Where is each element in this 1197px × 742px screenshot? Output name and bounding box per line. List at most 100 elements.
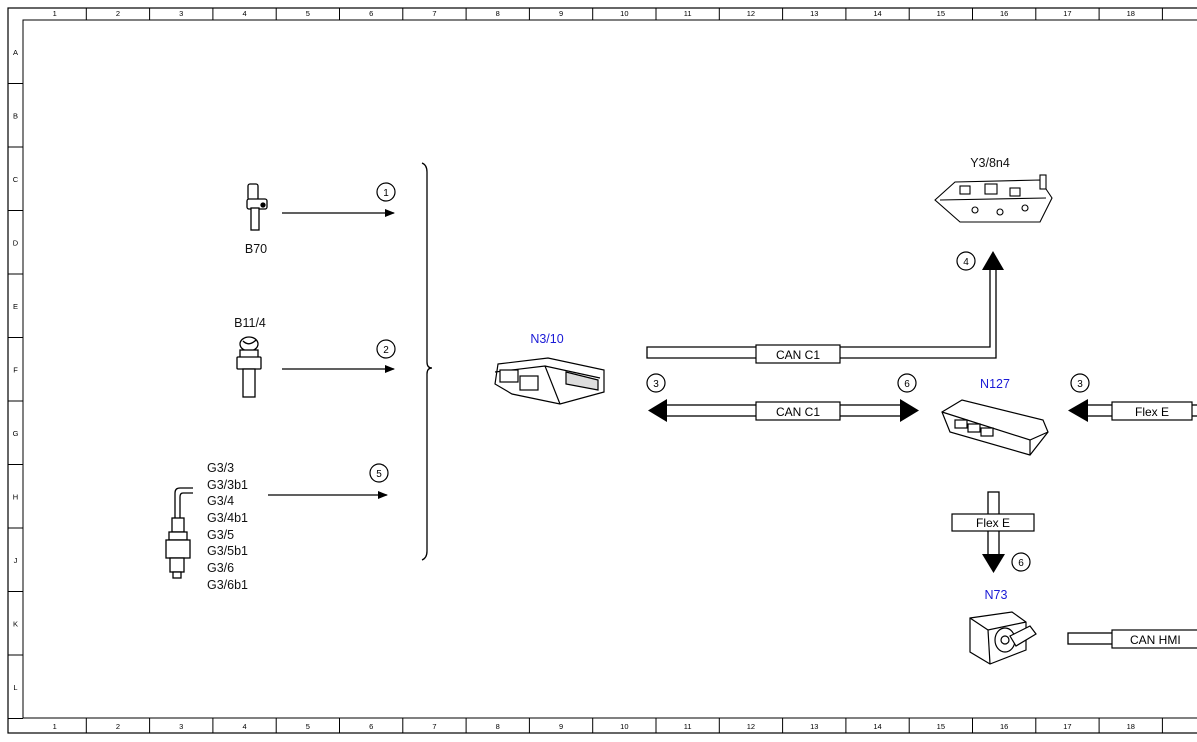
grid-column-label: 2 — [116, 9, 120, 18]
o2-sensor-label: G3/5 — [207, 528, 234, 542]
signal-group-brace — [421, 162, 433, 561]
grid-column-label: 15 — [937, 722, 945, 731]
grid-column-label: 6 — [369, 722, 373, 731]
grid-column-label: 5 — [306, 722, 310, 731]
grid-column-label: 16 — [1000, 722, 1008, 731]
signal-6-down-number: 6 — [1018, 558, 1024, 569]
can-hmi-label: CAN HMI — [1130, 633, 1181, 647]
grid-column-label: 13 — [810, 9, 818, 18]
flex-e-down-label: Flex E — [976, 516, 1010, 530]
grid-column-label: 14 — [873, 722, 881, 731]
signal-marker-3-n127 — [1070, 373, 1090, 393]
bus-arrowhead-down — [982, 554, 1005, 573]
grid-row-label: H — [13, 492, 18, 501]
grid-column-label: 3 — [179, 9, 183, 18]
signal-marker-3 — [646, 373, 666, 393]
grid-column-label: 18 — [1127, 722, 1135, 731]
flex-e-down-box — [951, 513, 1035, 532]
o2-sensor-label: G3/6 — [207, 561, 234, 575]
signal-marker-1 — [376, 182, 396, 202]
o2-sensor-label: G3/6b1 — [207, 578, 248, 592]
grid-row-label: C — [13, 175, 19, 184]
b70-label: B70 — [245, 242, 267, 256]
grid-column-label: 10 — [620, 9, 628, 18]
n73-label: N73 — [985, 588, 1008, 602]
can-hmi-box — [1111, 629, 1197, 649]
grid-column-label: 11 — [684, 722, 692, 731]
grid-column-label: 15 — [937, 9, 945, 18]
n127-label: N127 — [980, 377, 1010, 391]
signal-marker-2 — [376, 339, 396, 359]
grid-column-label: 17 — [1063, 9, 1071, 18]
grid-row-label: F — [13, 365, 18, 374]
grid-row-label: G — [13, 429, 19, 438]
o2-sensor-label: G3/4b1 — [207, 511, 248, 525]
valve-body-icon — [934, 174, 1053, 223]
signal-3-number: 3 — [653, 379, 659, 390]
grid-row-labels-left: A B C D E F G H J K L — [8, 48, 23, 719]
signal-6-number: 6 — [904, 379, 910, 390]
o2-sensor-label: G3/3 — [207, 461, 234, 475]
grid-column-label: 6 — [369, 9, 373, 18]
grid-row-label: B — [13, 111, 18, 120]
o2-sensor-label: G3/5b1 — [207, 544, 248, 558]
ignition-switch-icon — [969, 611, 1037, 665]
grid-row-label: A — [13, 48, 18, 57]
grid-column-label: 5 — [306, 9, 310, 18]
signal-marker-6-down — [1011, 552, 1031, 572]
grid-column-label: 3 — [179, 722, 183, 731]
grid-column-label: 8 — [496, 9, 500, 18]
grid-column-label: 12 — [747, 9, 755, 18]
signal-3-n127-number: 3 — [1077, 379, 1083, 390]
grid-column-label: 4 — [242, 722, 246, 731]
grid-column-label: 2 — [116, 722, 120, 731]
signal-1-number: 1 — [383, 188, 389, 199]
grid-column-label: 9 — [559, 9, 563, 18]
grid-column-label: 7 — [432, 9, 436, 18]
can-c1-lower-label: CAN C1 — [776, 405, 820, 419]
bus-arrowhead-left — [648, 399, 667, 422]
sheet-frame — [7, 7, 1197, 734]
grid-column-label: 18 — [1127, 9, 1135, 18]
coolant-temp-sensor-icon — [236, 336, 262, 398]
ecu-module-icon — [494, 357, 605, 405]
b11-4-label: B11/4 — [234, 316, 266, 330]
bus-arrowhead-right — [900, 399, 919, 422]
o2-sensor-label: G3/4 — [207, 494, 234, 508]
can-c1-upper-box — [755, 344, 841, 364]
can-c1-upper-label: CAN C1 — [776, 348, 820, 362]
signal-marker-6 — [897, 373, 917, 393]
crankshaft-sensor-icon — [246, 183, 268, 231]
grid-row-label: L — [13, 683, 17, 692]
flex-e-right-box — [1111, 401, 1193, 421]
grid-row-label: E — [13, 302, 18, 311]
grid-column-label: 1 — [53, 722, 57, 731]
grid-row-label: D — [13, 238, 19, 247]
grid-row-label: K — [13, 619, 18, 628]
grid-column-label: 12 — [747, 722, 755, 731]
grid-column-label: 1 — [53, 9, 57, 18]
o2-sensor-label: G3/3b1 — [207, 478, 248, 492]
grid-column-label: 4 — [242, 9, 246, 18]
grid-column-label: 13 — [810, 722, 818, 731]
grid-column-label: 14 — [873, 9, 881, 18]
grid-column-label: 7 — [432, 722, 436, 731]
bus-arrowhead-up — [982, 251, 1004, 270]
grid-column-label: 9 — [559, 722, 563, 731]
drawing-area-border — [22, 19, 1197, 719]
grid-column-label: 8 — [496, 722, 500, 731]
y3-8n4-label: Y3/8n4 — [970, 156, 1010, 170]
n3-10-label: N3/10 — [530, 332, 563, 346]
signal-4-number: 4 — [963, 257, 969, 268]
signal-marker-5 — [369, 463, 389, 483]
grid-row-label: J — [14, 556, 18, 565]
grid-column-label: 11 — [684, 9, 692, 18]
grid-column-label: 16 — [1000, 9, 1008, 18]
signal-5-number: 5 — [376, 469, 382, 480]
control-unit-icon — [941, 399, 1049, 456]
grid-column-label: 10 — [620, 722, 628, 731]
grid-column-label: 17 — [1063, 722, 1071, 731]
